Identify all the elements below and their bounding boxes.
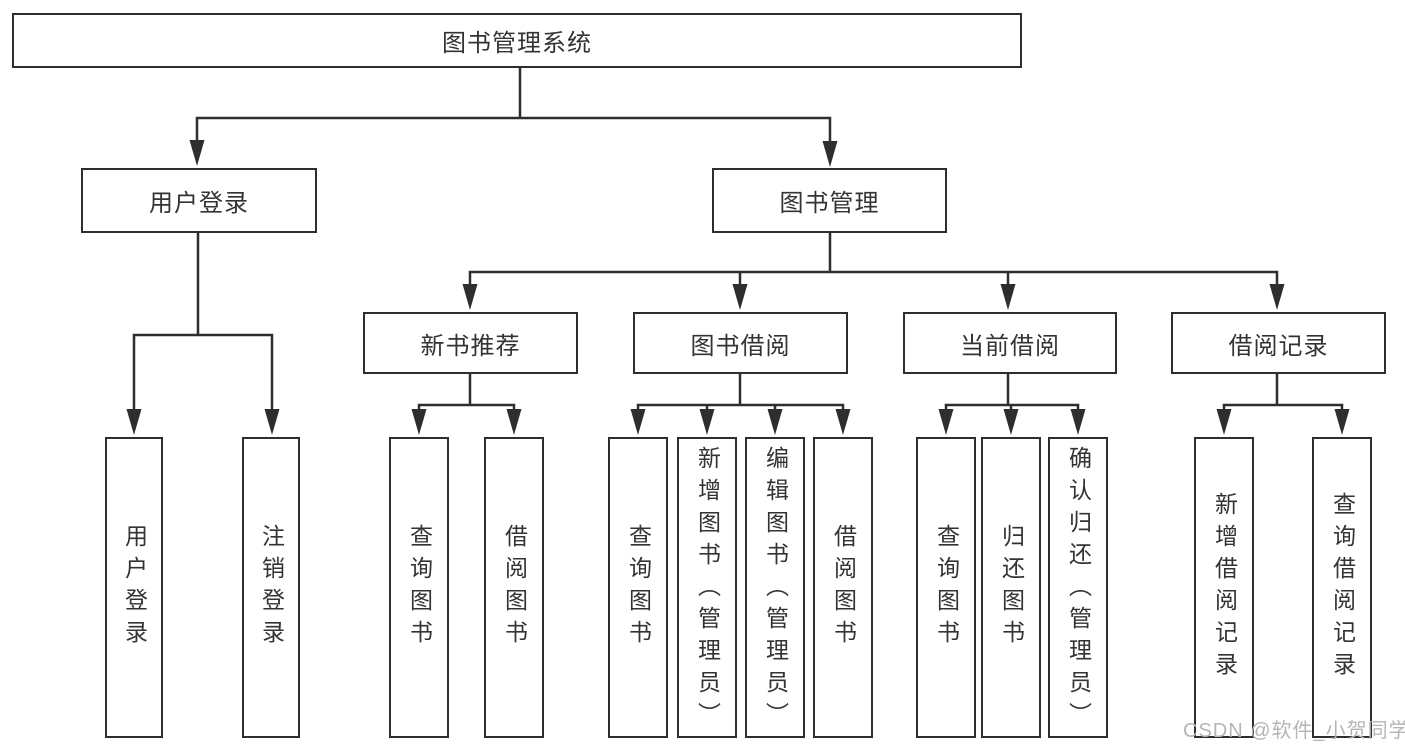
leaf-edit-book-admin-label: 编辑图书（管理员） — [762, 446, 789, 734]
leaf-query-borrow-record-label: 查询借阅记录 — [1329, 491, 1356, 684]
node-current-borrow-label: 当前借阅 — [960, 332, 1060, 360]
leaf-add-book-admin: 新增图书（管理员） — [677, 437, 737, 738]
csdn-watermark: CSDN @软件_小贺同学 — [1183, 720, 1405, 742]
leaf-return-book-label: 归还图书 — [998, 523, 1025, 652]
leaf-query-books-current-label: 查询图书 — [933, 523, 960, 652]
root-node-label: 图书管理系统 — [442, 30, 592, 57]
arrowheads — [126, 140, 1350, 435]
node-new-book-recommend-label: 新书推荐 — [420, 332, 521, 360]
leaf-borrow-books-recommend: 借阅图书 — [484, 437, 544, 738]
leaf-query-books-recommend-label: 查询图书 — [406, 523, 433, 652]
leaf-query-books-recommend: 查询图书 — [389, 437, 449, 738]
node-user-login: 用户登录 — [81, 168, 317, 233]
leaf-user-login: 用户登录 — [105, 437, 163, 738]
leaf-logout-label: 注销登录 — [258, 523, 285, 652]
node-current-borrow: 当前借阅 — [903, 312, 1117, 374]
leaf-query-borrow-record: 查询借阅记录 — [1312, 437, 1372, 738]
leaf-add-borrow-record: 新增借阅记录 — [1194, 437, 1254, 738]
leaf-add-borrow-record-label: 新增借阅记录 — [1211, 491, 1238, 684]
node-new-book-recommend: 新书推荐 — [363, 312, 578, 374]
leaf-query-books-borrow-label: 查询图书 — [625, 523, 652, 652]
node-book-borrow-label: 图书借阅 — [690, 332, 791, 360]
leaf-query-books-current: 查询图书 — [916, 437, 976, 738]
leaf-borrow-books: 借阅图书 — [813, 437, 873, 738]
leaf-confirm-return-admin: 确认归还（管理员） — [1048, 437, 1108, 738]
leaf-add-book-admin-label: 新增图书（管理员） — [694, 446, 721, 734]
leaf-return-book: 归还图书 — [981, 437, 1041, 738]
node-borrow-records: 借阅记录 — [1171, 312, 1386, 374]
node-borrow-records-label: 借阅记录 — [1228, 332, 1329, 360]
leaf-user-login-label: 用户登录 — [121, 523, 148, 652]
leaf-confirm-return-admin-label: 确认归还（管理员） — [1065, 446, 1092, 734]
node-book-management-label: 图书管理 — [779, 190, 880, 217]
leaf-borrow-books-recommend-label: 借阅图书 — [501, 523, 528, 652]
leaf-borrow-books-label: 借阅图书 — [830, 523, 857, 652]
node-user-login-label: 用户登录 — [149, 190, 249, 217]
leaf-logout: 注销登录 — [242, 437, 300, 738]
leaf-edit-book-admin: 编辑图书（管理员） — [745, 437, 805, 738]
leaf-query-books-borrow: 查询图书 — [608, 437, 668, 738]
node-book-management: 图书管理 — [712, 168, 947, 233]
root-node: 图书管理系统 — [12, 13, 1022, 68]
node-book-borrow: 图书借阅 — [633, 312, 848, 374]
